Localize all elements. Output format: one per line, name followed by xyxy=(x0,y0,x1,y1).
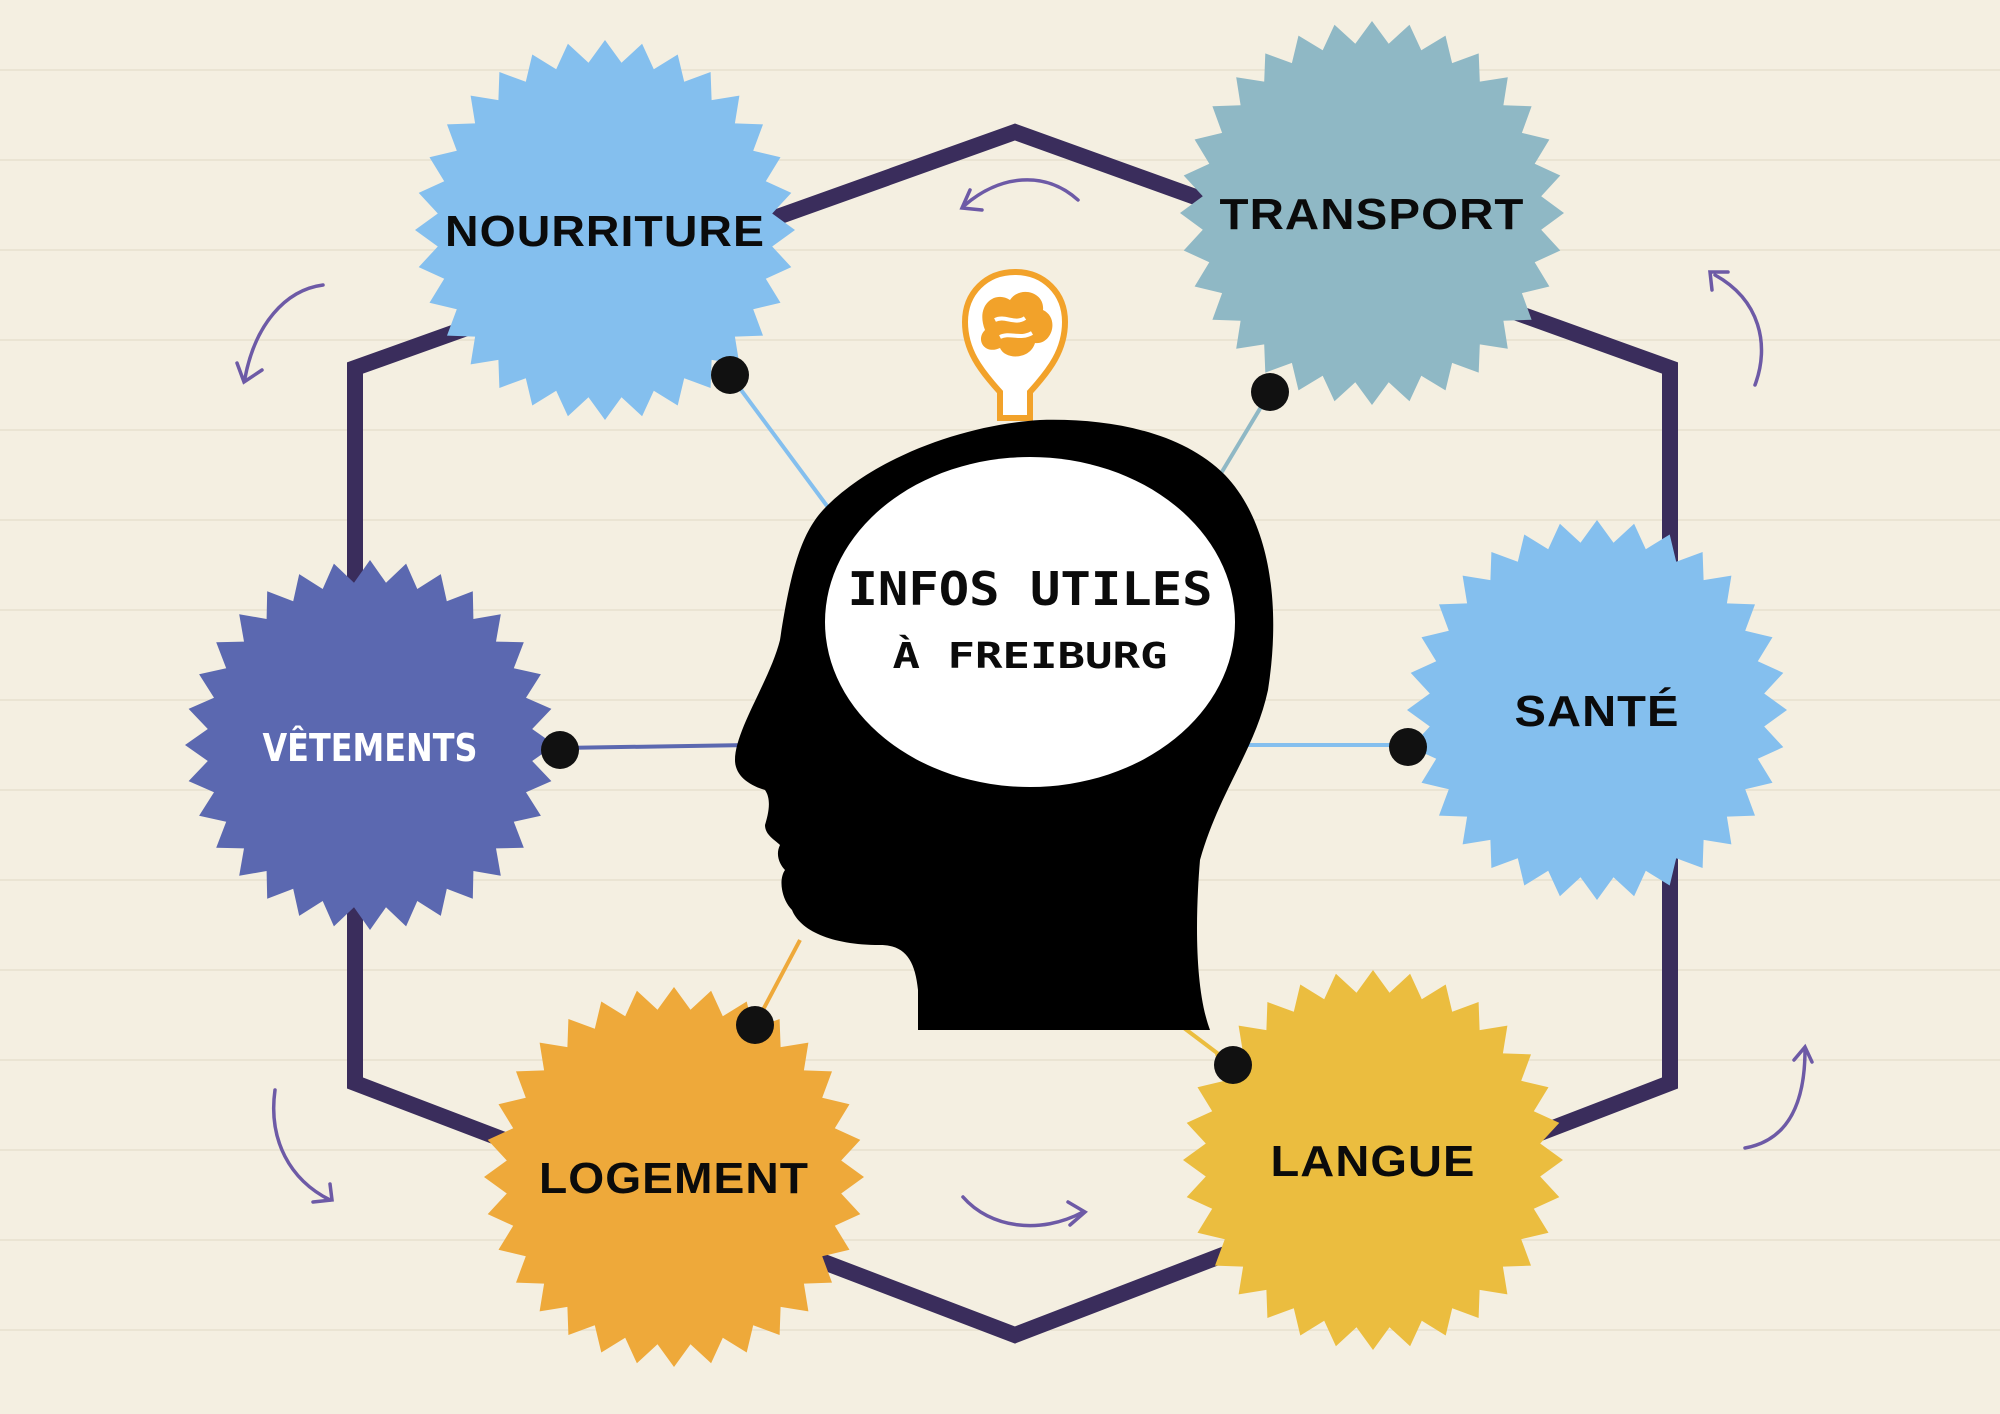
arrow-icon xyxy=(235,283,325,385)
dot-sante xyxy=(1389,728,1427,766)
center-title-line1: INFOS UTILES xyxy=(848,562,1213,616)
badge-shape-transport xyxy=(1180,21,1564,405)
connector-nourriture xyxy=(728,373,832,512)
badge-label-vetements: VÊTEMENTS xyxy=(263,726,478,770)
dot-transport xyxy=(1251,373,1289,411)
badge-label-nourriture: NOURRITURE xyxy=(445,207,765,256)
badge-shape-nourriture xyxy=(415,40,795,420)
badge-transport: TRANSPORT xyxy=(1180,21,1564,405)
badge-shape-sante xyxy=(1407,520,1787,900)
badge-shape-vetements xyxy=(185,560,555,930)
badge-vetements: VÊTEMENTS xyxy=(185,560,555,930)
dot-logement xyxy=(736,1006,774,1044)
badge-langue: LANGUE xyxy=(1183,970,1563,1350)
arrow-icon xyxy=(1708,270,1764,387)
center-title-line2: À FREIBURG xyxy=(893,635,1168,677)
lightbulb-brain-icon xyxy=(961,268,1069,421)
topic-badges: NOURRITURE TRANSPORT SANTÉ LANGUE LOGEMENT VÊ… xyxy=(185,21,1787,1367)
badge-label-sante: SANTÉ xyxy=(1515,686,1680,736)
badge-logement: LOGEMENT xyxy=(484,987,864,1367)
arrow-icon xyxy=(961,1195,1088,1228)
dot-vetements xyxy=(541,731,579,769)
connector-lines xyxy=(559,373,1408,1067)
badge-label-langue: LANGUE xyxy=(1271,1137,1476,1186)
badge-label-logement: LOGEMENT xyxy=(539,1154,809,1203)
arrow-icon xyxy=(1743,1043,1814,1150)
head-thought-bubble xyxy=(825,457,1235,787)
badge-shape-langue xyxy=(1183,970,1563,1350)
head-silhouette xyxy=(735,419,1274,1030)
dot-nourriture xyxy=(711,356,749,394)
hexagon-frame xyxy=(347,123,1678,1344)
center-title: INFOS UTILES À FREIBURG xyxy=(848,562,1213,677)
arrow-icon xyxy=(959,178,1080,212)
connector-dots xyxy=(541,356,1427,1084)
cycle-arrows xyxy=(235,178,1814,1228)
badge-sante: SANTÉ xyxy=(1407,520,1787,900)
badge-nourriture: NOURRITURE xyxy=(415,40,795,420)
dot-langue xyxy=(1214,1046,1252,1084)
badge-shape-logement xyxy=(484,987,864,1367)
arrow-icon xyxy=(272,1088,334,1204)
connector-vetements xyxy=(559,743,751,750)
badge-label-transport: TRANSPORT xyxy=(1220,190,1525,239)
